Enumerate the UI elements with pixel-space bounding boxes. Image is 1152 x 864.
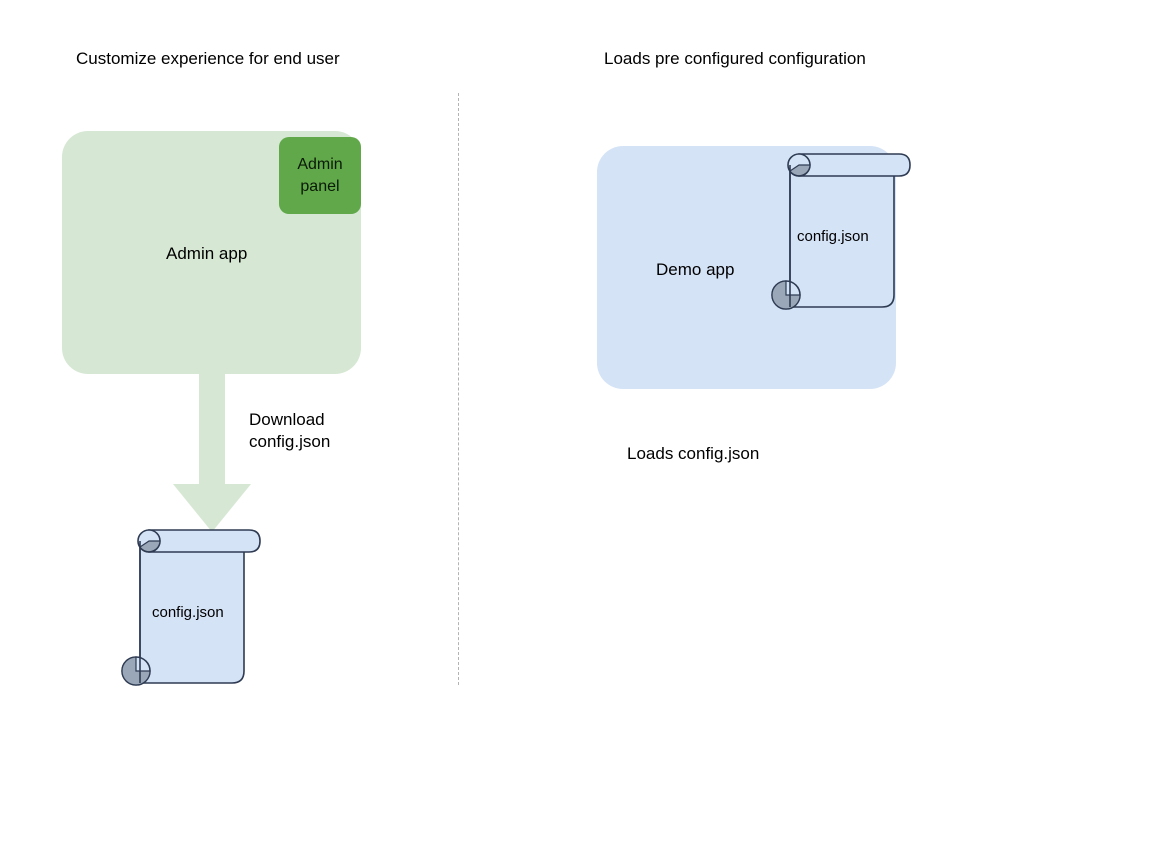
download-arrow-label-line2: config.json bbox=[249, 432, 331, 451]
right-column-title: Loads pre configured configuration bbox=[604, 49, 866, 68]
admin-panel-badge-line2: panel bbox=[300, 177, 340, 195]
admin-panel-badge[interactable]: Admin panel bbox=[279, 137, 361, 214]
column-divider bbox=[458, 93, 459, 685]
download-arrow-label-line1: Download bbox=[249, 410, 325, 429]
demo-app-label: Demo app bbox=[656, 260, 735, 279]
config-json-label-left: config.json bbox=[152, 604, 224, 621]
config-json-document-left[interactable] bbox=[116, 525, 276, 695]
config-json-document-right[interactable] bbox=[766, 149, 926, 319]
left-column-title: Customize experience for end user bbox=[76, 49, 340, 68]
admin-app-label: Admin app bbox=[166, 244, 248, 263]
download-arrow bbox=[173, 366, 251, 532]
config-json-label-right: config.json bbox=[797, 228, 869, 245]
admin-panel-badge-text: Admin panel bbox=[297, 154, 342, 198]
loads-config-caption: Loads config.json bbox=[627, 444, 760, 463]
admin-panel-badge-line1: Admin bbox=[297, 155, 343, 173]
download-arrow-label: Download config.json bbox=[249, 409, 330, 453]
